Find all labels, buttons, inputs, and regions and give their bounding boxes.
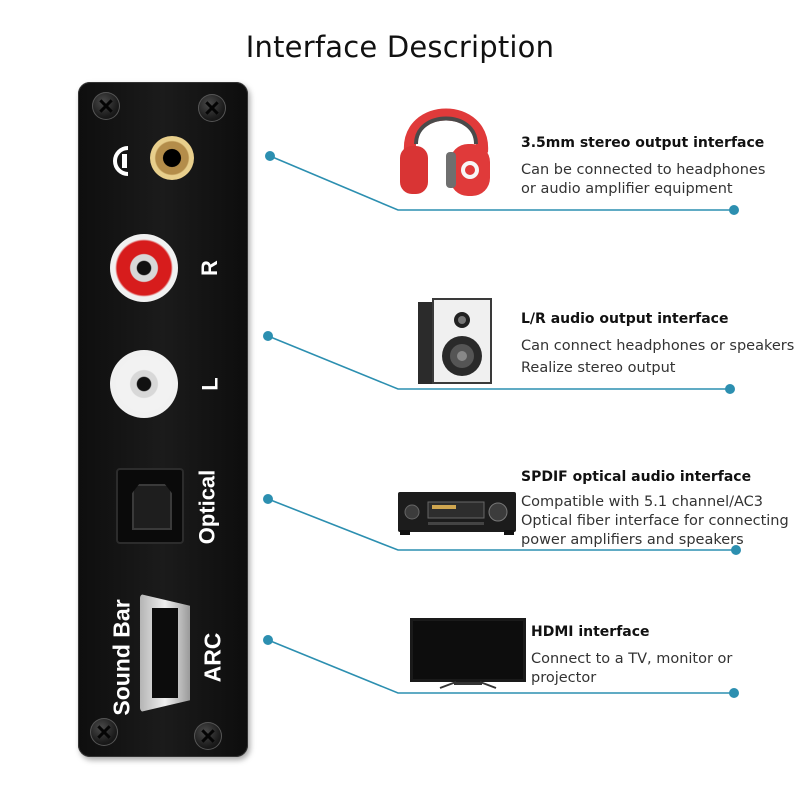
interface-block-hdmi: HDMI interface Connect to a TV, monitor … <box>531 624 791 688</box>
interface-desc-line: Can connect headphones or speakers <box>521 338 795 354</box>
rca-right-port <box>110 234 178 302</box>
interface-desc-line: Optical fiber interface for connecting <box>521 513 789 529</box>
rca-left-port <box>110 350 178 418</box>
leader-dot <box>729 205 739 215</box>
interface-heading: L/R audio output interface <box>521 311 729 327</box>
hdmi-port <box>140 594 190 712</box>
leader-dot <box>263 494 273 504</box>
headphone-jack-symbol-icon <box>113 146 129 176</box>
screw-icon <box>194 722 222 750</box>
interface-desc-line: Connect to a TV, monitor or <box>531 651 733 667</box>
leader-dot <box>729 688 739 698</box>
leader-dot <box>263 331 273 341</box>
interface-desc-line: power amplifiers and speakers <box>521 532 744 548</box>
interface-desc-line: projector <box>531 670 597 686</box>
interface-heading: SPDIF optical audio interface <box>521 469 752 485</box>
interface-block-lr: L/R audio output interface Can connect h… <box>521 311 796 378</box>
interface-desc-line: or audio amplifier equipment <box>521 181 733 197</box>
leader-dot <box>725 384 735 394</box>
page-title: Interface Description <box>245 30 555 64</box>
optical-port <box>116 468 184 544</box>
interface-heading: HDMI interface <box>531 624 650 640</box>
speaker-icon <box>418 298 492 384</box>
interface-desc-line: Realize stereo output <box>521 360 676 376</box>
screw-icon <box>90 718 118 746</box>
interface-heading: 3.5mm stereo output interface <box>521 135 765 151</box>
screw-icon <box>198 94 226 122</box>
av-receiver-icon <box>398 492 516 535</box>
interface-desc-line: Compatible with 5.1 channel/AC3 <box>521 494 764 510</box>
interface-desc-line: Can be connected to headphones <box>521 162 766 178</box>
device-panel: R L Optical Sound Bar ARC <box>78 82 248 757</box>
screw-icon <box>92 92 120 120</box>
interface-block-35mm: 3.5mm stereo output interface Can be con… <box>521 135 796 199</box>
tv-icon <box>410 618 526 689</box>
headphones-icon <box>400 108 490 196</box>
leader-dot <box>265 151 275 161</box>
interface-block-spdif: SPDIF optical audio interface Compatible… <box>521 469 799 550</box>
stereo-jack-port <box>150 136 194 180</box>
leader-dot <box>263 635 273 645</box>
leader-dot <box>731 545 741 555</box>
